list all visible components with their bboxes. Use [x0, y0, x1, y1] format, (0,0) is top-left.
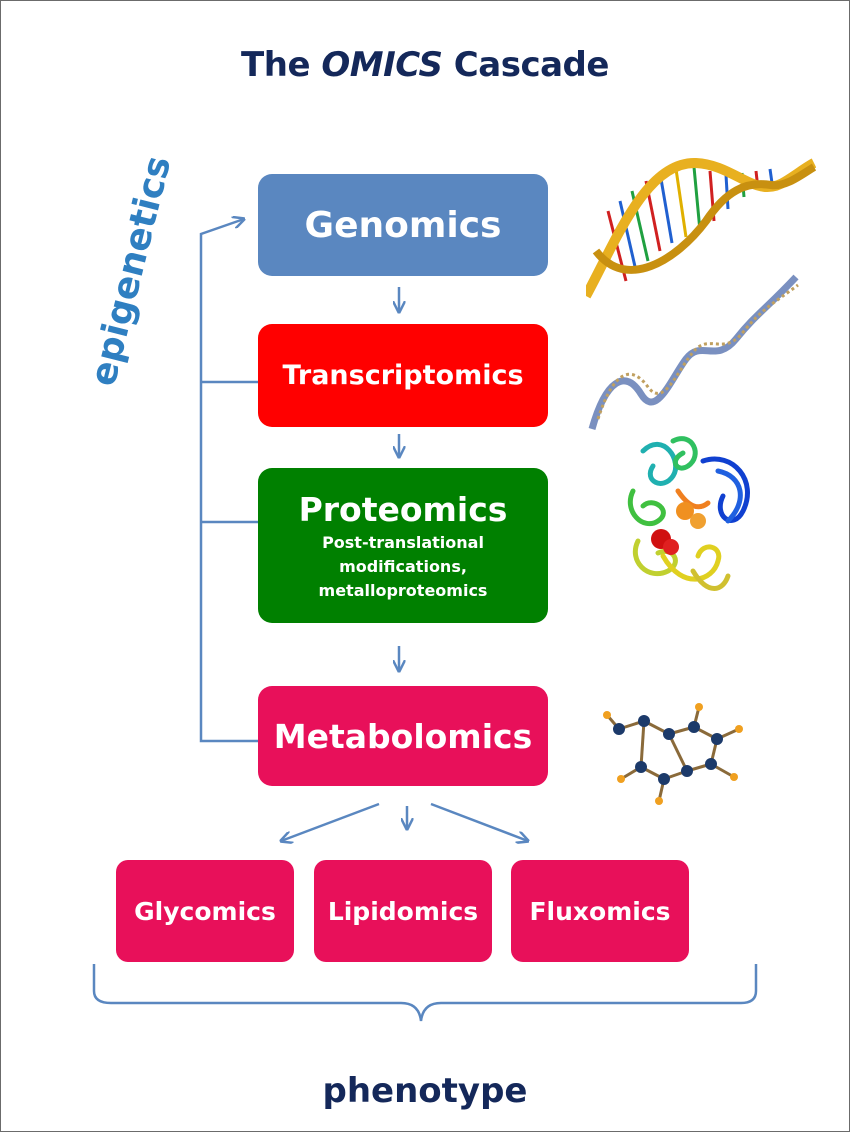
genomics-box: Genomics [258, 174, 548, 276]
proteomics-box: Proteomics Post-translational modificati… [258, 468, 548, 623]
fluxomics-box: Fluxomics [511, 860, 689, 962]
protein-structure-icon [627, 436, 750, 591]
proteomics-sub-2: modifications, [339, 556, 467, 576]
lipidomics-box: Lipidomics [314, 860, 492, 962]
glycomics-box: Glycomics [116, 860, 294, 962]
arrow-to-glycomics [281, 802, 380, 841]
arrow-to-fluxomics [430, 802, 528, 841]
transcriptomics-box: Transcriptomics [258, 324, 548, 427]
proteomics-sub-3: metalloproteomics [318, 580, 488, 600]
proteomics-sub-1: Post-translational [322, 532, 484, 552]
rna-strand-icon [588, 274, 799, 430]
epigenetics-feedback-arrow [199, 219, 258, 743]
metabolite-molecule-icon [603, 703, 743, 805]
metabolomics-box: Metabolomics [258, 686, 548, 786]
diagram-title: The OMICS Cascade [241, 45, 609, 85]
phenotype-label: phenotype [322, 1071, 528, 1111]
phenotype-bracket [92, 964, 758, 1022]
dna-double-helix-icon [586, 157, 816, 299]
proteomics-title: Proteomics [298, 489, 508, 529]
